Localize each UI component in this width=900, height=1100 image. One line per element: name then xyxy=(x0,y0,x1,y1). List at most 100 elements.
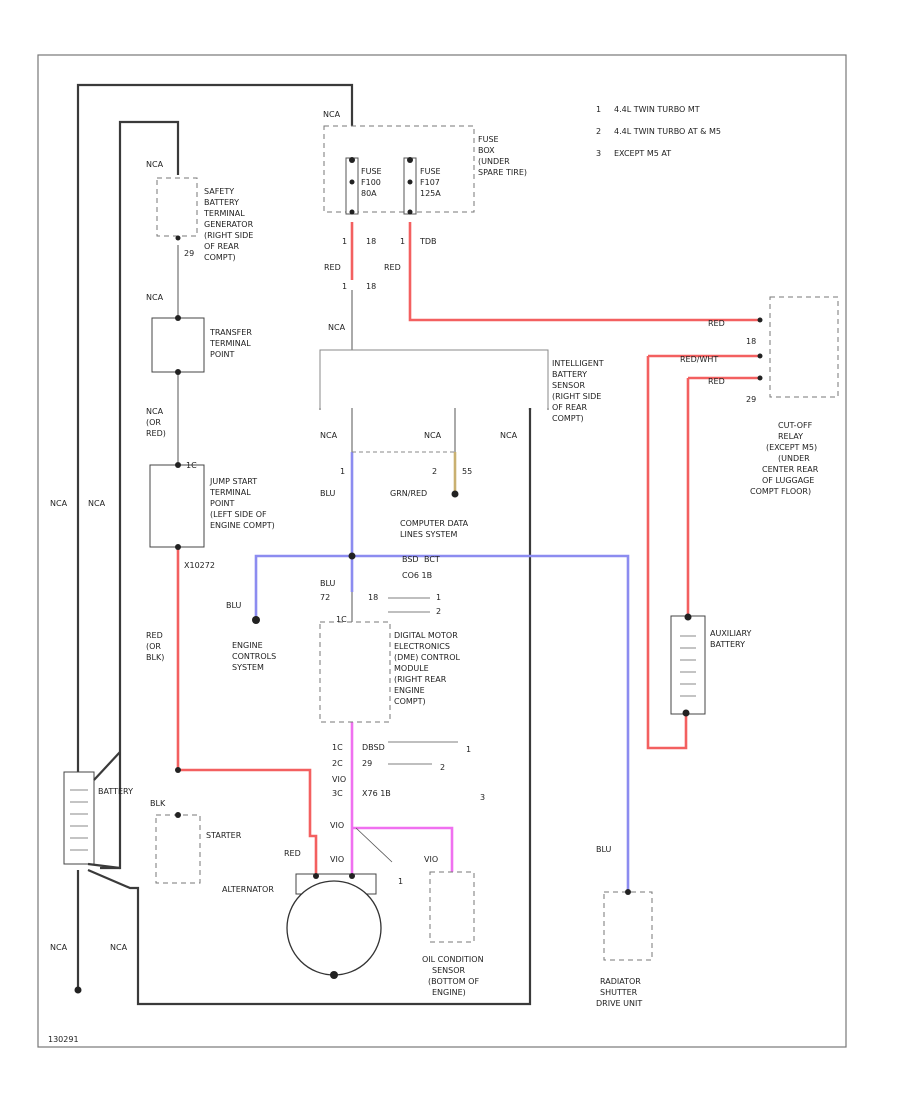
svg-text:OF LUGGAGE: OF LUGGAGE xyxy=(762,476,814,485)
wire-label-vio: VIO xyxy=(332,775,346,784)
chassis-ground xyxy=(74,986,82,994)
svg-text:(EXCEPT M5): (EXCEPT M5) xyxy=(766,443,817,452)
wires-violet xyxy=(350,722,454,876)
pin-label: 1 xyxy=(436,593,441,602)
wire-label-vio: VIO xyxy=(330,821,344,830)
svg-text:CUT-OFF: CUT-OFF xyxy=(778,421,813,430)
pin-label: 1 xyxy=(466,745,471,754)
data-wires-blue xyxy=(254,452,630,892)
svg-text:COMPT): COMPT) xyxy=(552,414,584,423)
svg-text:FUSE: FUSE xyxy=(478,135,499,144)
svg-text:125A: 125A xyxy=(420,189,441,198)
wire-label-nca: NCA xyxy=(500,431,518,440)
pin-label: 72 xyxy=(320,593,330,602)
svg-text:F107: F107 xyxy=(420,178,440,187)
alternator-label: ALTERNATOR xyxy=(222,885,274,894)
can-label: COMPUTER DATA LINES SYSTEM xyxy=(400,519,469,539)
radiator-shutter-label: RADIATOR SHUTTER DRIVE UNIT xyxy=(596,977,642,1008)
svg-text:JUMP START: JUMP START xyxy=(209,477,257,486)
safety-terminal-label: SAFETY BATTERY TERMINAL GENERATOR (RIGHT… xyxy=(203,187,254,262)
pin-label: 18 xyxy=(368,593,378,602)
svg-text:(UNDER: (UNDER xyxy=(778,454,810,463)
pin-label: 1 xyxy=(342,282,347,291)
pin-label: 1 xyxy=(342,237,347,246)
svg-text:ELECTRONICS: ELECTRONICS xyxy=(394,642,450,651)
svg-text:TERMINAL: TERMINAL xyxy=(209,488,251,497)
wire-label-blu: BLU xyxy=(226,601,242,610)
wire-label-blk: BLK xyxy=(150,799,166,808)
svg-text:1: 1 xyxy=(596,105,601,114)
svg-text:RED): RED) xyxy=(146,429,166,438)
starter xyxy=(155,814,201,884)
svg-text:COMPT): COMPT) xyxy=(204,253,236,262)
svg-text:LINES SYSTEM: LINES SYSTEM xyxy=(400,530,457,539)
svg-text:ENGINE: ENGINE xyxy=(394,686,425,695)
svg-text:(RIGHT REAR: (RIGHT REAR xyxy=(394,675,447,684)
pin-label: 1C xyxy=(336,615,347,624)
svg-text:SENSOR: SENSOR xyxy=(552,381,585,390)
svg-text:DRIVE UNIT: DRIVE UNIT xyxy=(596,999,642,1008)
svg-text:GENERATOR: GENERATOR xyxy=(204,220,254,229)
fuse-f100 xyxy=(345,157,359,215)
transfer-terminal-point xyxy=(151,317,205,373)
svg-text:SPARE TIRE): SPARE TIRE) xyxy=(478,168,527,177)
svg-text:NCA: NCA xyxy=(146,407,164,416)
engine-controls-node xyxy=(252,616,260,624)
wire-label-vio: VIO xyxy=(330,855,344,864)
fuse-f107-label: FUSE F107 125A xyxy=(420,167,441,198)
dme-pin-marks xyxy=(355,597,458,863)
svg-text:RELAY: RELAY xyxy=(778,432,803,441)
svg-text:(BOTTOM OF: (BOTTOM OF xyxy=(428,977,479,986)
notes-legend: 1 4.4L TWIN TURBO MT 2 4.4L TWIN TURBO A… xyxy=(596,105,721,158)
svg-text:AUXILIARY: AUXILIARY xyxy=(710,629,752,638)
radiator-shutter-drive-unit xyxy=(603,891,653,961)
cutoff-relay-label: CUT-OFF RELAY (EXCEPT M5) (UNDER CENTER … xyxy=(750,421,819,496)
wire-label-vio: VIO xyxy=(424,855,438,864)
wire-label-red: RED xyxy=(324,263,341,272)
cut-off-relay xyxy=(769,296,839,398)
wire-label-nca: NCA xyxy=(328,323,346,332)
oil-condition-sensor xyxy=(429,871,475,943)
svg-text:CENTER REAR: CENTER REAR xyxy=(762,465,819,474)
svg-text:COMPT FLOOR): COMPT FLOOR) xyxy=(750,487,811,496)
pin-label: X76 1B xyxy=(362,789,391,798)
svg-text:3: 3 xyxy=(596,149,601,158)
svg-text:COMPT): COMPT) xyxy=(394,697,426,706)
pin-label: 2 xyxy=(436,607,441,616)
svg-text:(LEFT SIDE OF: (LEFT SIDE OF xyxy=(210,510,267,519)
svg-text:OF REAR: OF REAR xyxy=(204,242,240,251)
svg-text:RADIATOR: RADIATOR xyxy=(600,977,641,986)
svg-text:BATTERY: BATTERY xyxy=(204,198,239,207)
connector-label: X10272 xyxy=(184,561,215,570)
svg-text:TERMINAL: TERMINAL xyxy=(209,339,251,348)
wire-label-nca: NCA xyxy=(88,499,106,508)
fuse-f100-label: FUSE F100 80A xyxy=(361,167,382,198)
pin-label: 3C xyxy=(332,789,343,798)
pin-label: 29 xyxy=(746,395,756,404)
svg-text:(RIGHT SIDE: (RIGHT SIDE xyxy=(552,392,601,401)
svg-text:4.4L TWIN TURBO MT: 4.4L TWIN TURBO MT xyxy=(614,105,700,114)
pin-label: 55 xyxy=(462,467,472,476)
wire-label-nca: NCA xyxy=(146,293,164,302)
svg-text:SHUTTER: SHUTTER xyxy=(600,988,638,997)
svg-text:BATTERY: BATTERY xyxy=(710,640,745,649)
svg-text:BATTERY: BATTERY xyxy=(552,370,587,379)
wire-label-blu: BLU xyxy=(320,489,336,498)
starter-label: STARTER xyxy=(206,831,242,840)
svg-text:POINT: POINT xyxy=(210,350,234,359)
svg-text:ENGINE COMPT): ENGINE COMPT) xyxy=(210,521,275,530)
wire-label-red: RED xyxy=(708,319,725,328)
svg-text:ENGINE: ENGINE xyxy=(232,641,263,650)
intelligent-battery-sensor xyxy=(319,349,549,408)
wire-label-red-or-blk: RED (OR BLK) xyxy=(146,631,164,662)
wire-label-nca-or-red: NCA (OR RED) xyxy=(146,407,166,438)
svg-text:EXCEPT M5 AT: EXCEPT M5 AT xyxy=(614,149,671,158)
pin-label: 1 xyxy=(398,877,403,886)
pin-label: CO6 1B xyxy=(402,571,432,580)
transfer-terminal-label: TRANSFER TERMINAL POINT xyxy=(209,328,252,359)
pin-label: 3 xyxy=(480,793,485,802)
svg-text:TRANSFER: TRANSFER xyxy=(209,328,252,337)
svg-text:SYSTEM: SYSTEM xyxy=(232,663,264,672)
diagram-code: 130291 xyxy=(48,1035,79,1044)
svg-text:BOX: BOX xyxy=(478,146,495,155)
